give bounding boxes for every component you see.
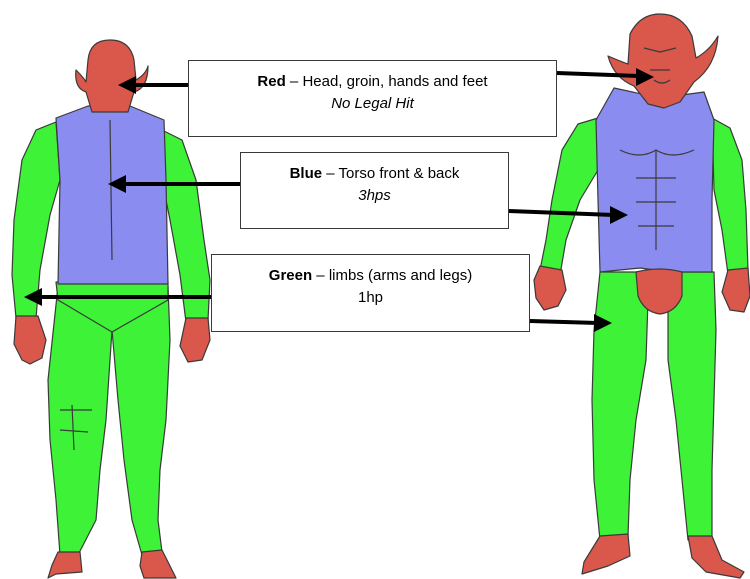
front-left-leg	[592, 272, 648, 540]
blue-zone-label: Blue – Torso front & back 3hps	[240, 152, 509, 229]
front-right-arm	[712, 118, 748, 274]
back-right-arm	[162, 130, 210, 322]
back-view-figure	[12, 40, 210, 578]
arrow-green-front	[530, 321, 598, 323]
back-left-hand	[14, 316, 46, 364]
blue-zone-name: Blue	[290, 165, 323, 182]
back-left-foot	[48, 552, 82, 578]
red-zone-label: Red – Head, groin, hands and feet No Leg…	[188, 60, 557, 137]
green-zone-name: Green	[269, 267, 312, 284]
front-left-hand	[534, 266, 566, 310]
green-zone-desc: – limbs (arms and legs)	[312, 267, 472, 284]
red-zone-desc: – Head, groin, hands and feet	[286, 73, 488, 90]
front-torso	[596, 88, 714, 272]
back-left-arm	[12, 122, 60, 318]
blue-zone-desc: – Torso front & back	[322, 165, 459, 182]
front-left-arm	[540, 118, 598, 275]
blue-zone-text: Blue – Torso front & back	[290, 165, 460, 182]
back-right-foot	[140, 550, 176, 578]
red-zone-text: Red – Head, groin, hands and feet	[257, 73, 487, 90]
green-zone-label: Green – limbs (arms and legs) 1hp	[211, 254, 530, 332]
front-view-figure	[534, 14, 750, 578]
front-right-foot	[688, 536, 744, 578]
front-right-leg	[668, 272, 716, 540]
blue-zone-detail: 3hps	[241, 185, 508, 207]
green-zone-text: Green – limbs (arms and legs)	[269, 267, 472, 284]
back-head	[76, 40, 148, 112]
red-zone-detail: No Legal Hit	[189, 93, 556, 115]
front-right-hand	[722, 268, 750, 312]
front-left-foot	[582, 534, 630, 574]
green-zone-detail: 1hp	[212, 287, 529, 309]
red-zone-name: Red	[257, 73, 285, 90]
back-right-hand	[180, 318, 210, 362]
